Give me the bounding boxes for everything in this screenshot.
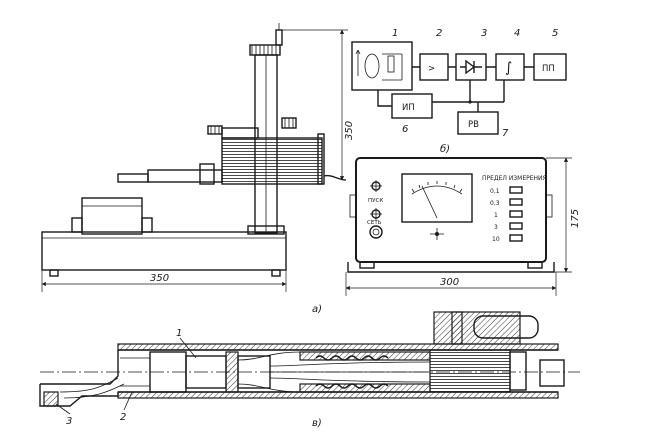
block-4-symbol: ∫ [505, 60, 512, 76]
block-number-2: 2 [436, 28, 442, 39]
dim-meter-height: 175 [570, 209, 581, 228]
probe-label-1: 1 [176, 328, 182, 339]
block-6-label: ИП [402, 103, 415, 113]
block-number-1: 1 [392, 28, 398, 39]
range-label-3: 1 [494, 212, 498, 219]
stand-drawing [41, 23, 347, 277]
block-diagram: > ∫ ПП ИП РВ 1 2 3 4 5 6 7 б) [351, 28, 567, 155]
start-label: ПУСК [368, 198, 383, 204]
block-1-sensor [351, 41, 413, 91]
stand-dimensions: 350 350 а) [41, 29, 355, 315]
range-label-4: 3 [494, 224, 498, 231]
block-number-6: 6 [402, 124, 408, 135]
probe-label-2: 2 [120, 412, 126, 423]
view-label-a: а) [312, 304, 322, 315]
probe-section: 1 2 3 в) [39, 311, 580, 429]
block-number-4: 4 [514, 28, 520, 39]
block-number-5: 5 [552, 28, 558, 39]
range-label-1: 0,1 [490, 188, 500, 195]
power-switch[interactable] [369, 225, 383, 239]
meter-dial [401, 173, 473, 240]
block-number-3: 3 [481, 28, 487, 39]
dim-stand-height: 350 [344, 121, 355, 140]
dim-base-width: 350 [150, 273, 169, 284]
range-button-3[interactable] [509, 210, 523, 218]
block-number-7: 7 [502, 128, 509, 139]
power-label: СЕТЬ [367, 220, 382, 226]
range-button-4[interactable] [509, 222, 523, 230]
view-label-b: б) [440, 143, 450, 155]
range-panel: ПРЕДЕЛ ИЗМЕРЕНИЯ 0,1 0,3 1 3 10 [482, 175, 547, 243]
block-2-symbol: > [428, 64, 435, 74]
range-label-5: 10 [492, 236, 500, 243]
range-button-1[interactable] [509, 186, 523, 194]
dim-meter-width: 300 [440, 277, 459, 288]
meter-dimensions: 300 175 [345, 157, 581, 296]
meter-controls-left: ПУСК СЕТЬ [367, 180, 383, 239]
block-5-label: ПП [542, 64, 555, 74]
range-button-5[interactable] [509, 234, 523, 242]
block-7-label: РВ [468, 120, 479, 130]
range-label-2: 0,3 [490, 200, 500, 207]
probe-label-3: 3 [66, 416, 72, 427]
meter-case: ПУСК СЕТЬ ПРЕДЕЛ ИЗМЕРЕНИЯ 0,1 0,3 1 3 1… [347, 157, 555, 273]
view-label-v: в) [312, 418, 322, 429]
range-button-2[interactable] [509, 198, 523, 206]
range-panel-title: ПРЕДЕЛ ИЗМЕРЕНИЯ [482, 175, 547, 182]
